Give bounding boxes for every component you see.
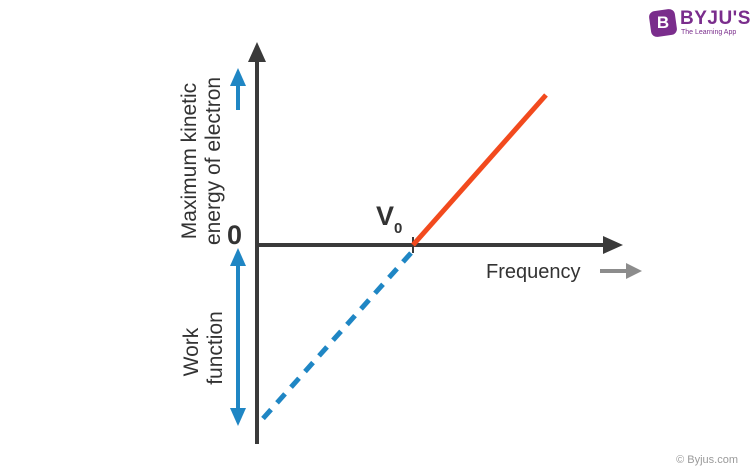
brand-tagline: The Learning App xyxy=(681,29,737,36)
y-axis-label-line2: energy of electron xyxy=(202,77,225,245)
brand-badge-letter: B xyxy=(656,13,670,32)
up-arrow-icon xyxy=(230,68,246,110)
x-axis-label: Frequency xyxy=(486,261,581,283)
brand-name: BYJU'S xyxy=(680,8,750,29)
brand-logo: B BYJU'S The Learning App xyxy=(648,8,750,40)
work-function-line1: Work xyxy=(180,327,203,376)
kinetic-energy-line xyxy=(411,93,548,247)
threshold-label-main: V xyxy=(376,201,394,231)
y-axis-label-line1: Maximum kinetic xyxy=(178,83,201,239)
brand-badge: B xyxy=(648,8,678,38)
threshold-label: V0 xyxy=(376,201,402,237)
double-arrow-icon xyxy=(230,248,246,426)
x-axis-arrowhead xyxy=(603,236,623,254)
origin-label: 0 xyxy=(227,220,242,250)
y-axis-arrowhead xyxy=(248,42,266,62)
right-arrow-icon xyxy=(600,263,642,279)
extrapolation-dashed-line xyxy=(257,251,413,425)
work-function-line2: function xyxy=(204,311,227,385)
threshold-label-subscript: 0 xyxy=(394,220,402,237)
copyright-footer: © Byjus.com xyxy=(676,454,738,466)
